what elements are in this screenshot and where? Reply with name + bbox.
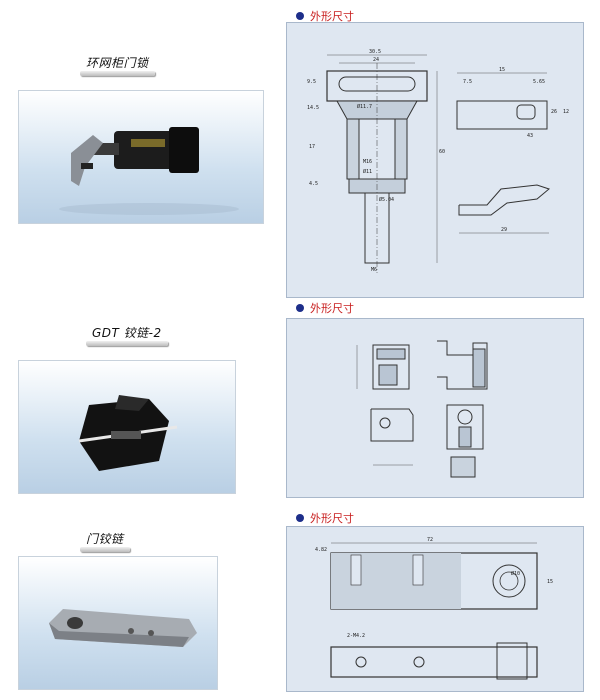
- bullet-dot-icon: [296, 514, 304, 522]
- dim-r2: 7.5: [463, 79, 472, 85]
- dim-m6: M6: [371, 267, 377, 273]
- dim-h2: 14.5: [307, 105, 319, 111]
- bullet-dot-icon: [296, 304, 304, 312]
- product-label-door-hinge: 门铰链: [80, 530, 130, 552]
- gdt-hinge-technical-drawing: [356, 340, 488, 478]
- drawing-panel-3: 72 Ø10 4.82 15 2-M4.2: [286, 526, 584, 692]
- product-photo-gdt-hinge: [18, 360, 236, 494]
- dim-side: 15: [547, 579, 553, 585]
- dim-r1: 15: [499, 67, 505, 73]
- dim-h5: 60: [439, 149, 445, 155]
- dim-m: 2-M4.2: [347, 633, 365, 639]
- dim-r5: 12: [563, 109, 569, 115]
- section-heading-1: 外形尺寸: [296, 8, 354, 24]
- product-photo-lock: [18, 90, 264, 224]
- dim-w2: 24: [373, 57, 379, 63]
- drawing-panel-2: [286, 318, 584, 498]
- section-heading-3: 外形尺寸: [296, 510, 354, 526]
- bullet-dot-icon: [296, 12, 304, 20]
- dim-w1: 30.5: [369, 49, 381, 55]
- product-photo-door-hinge: [18, 556, 218, 690]
- dim-r3: 5.65: [533, 79, 545, 85]
- dim-h4: 4.5: [309, 181, 318, 187]
- dim-r6: 43: [527, 133, 533, 139]
- dim-d3: Ø11: [363, 168, 372, 175]
- lock-illustration: [59, 127, 239, 215]
- door-hinge-technical-drawing: 72 Ø10 4.82 15 2-M4.2: [315, 537, 553, 680]
- dim-r4: 26: [551, 109, 557, 115]
- dim-h3: 17: [309, 144, 315, 150]
- dim-r7: 29: [501, 227, 507, 233]
- dim-thick: 4.82: [315, 547, 327, 553]
- drawing-panel-1: 30.5 24 9.5 14.5 17 4.5 Ø11.7 M16 Ø11 Ø5…: [286, 22, 584, 298]
- dim-total: 72: [427, 537, 433, 543]
- dim-d1: Ø11.7: [357, 103, 372, 110]
- dim-h1: 9.5: [307, 79, 316, 85]
- gdt-hinge-illustration: [78, 395, 178, 471]
- product-label-lock: 环网柜门锁: [80, 54, 155, 76]
- door-hinge-illustration: [49, 609, 197, 647]
- product-label-gdt-hinge: GDT 铰链-2: [86, 324, 168, 346]
- lock-technical-drawing: 30.5 24 9.5 14.5 17 4.5 Ø11.7 M16 Ø11 Ø5…: [307, 49, 569, 273]
- section-heading-2: 外形尺寸: [296, 300, 354, 316]
- dim-d4: Ø5.04: [379, 196, 394, 203]
- dim-d2: M16: [363, 159, 372, 165]
- dim-hole: Ø10: [511, 570, 520, 577]
